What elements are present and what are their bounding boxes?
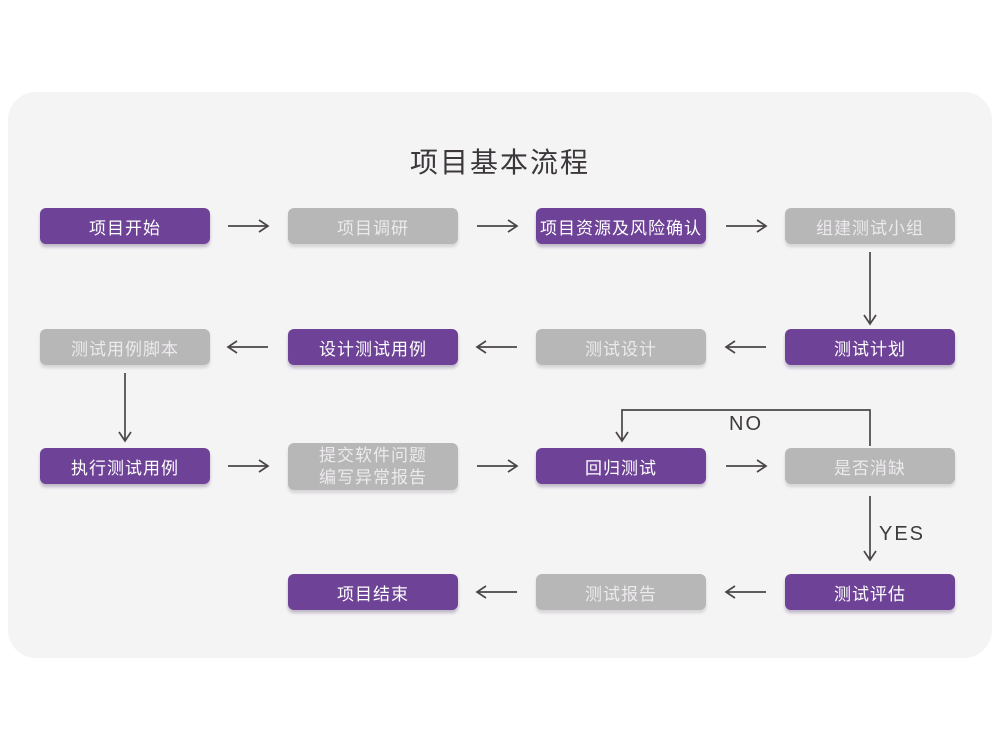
node-defect-cleared: 是否消缺 <box>785 448 955 484</box>
node-resource-risk-confirm: 项目资源及风险确认 <box>536 208 706 244</box>
node-submit-issue-report-line1: 提交软件问题 <box>319 445 427 465</box>
node-execute-test-cases: 执行测试用例 <box>40 448 210 484</box>
edge-label-no: NO <box>729 413 763 435</box>
node-project-end: 项目结束 <box>288 574 458 610</box>
node-submit-issue-report-line2: 编写异常报告 <box>319 467 427 487</box>
node-test-plan: 测试计划 <box>785 329 955 365</box>
flowchart-card <box>8 92 992 658</box>
node-project-start: 项目开始 <box>40 208 210 244</box>
node-design-test-cases: 设计测试用例 <box>288 329 458 365</box>
edge-label-yes: YES <box>879 523 926 545</box>
node-submit-issue-report: 提交软件问题 编写异常报告 <box>288 443 458 490</box>
node-form-test-team: 组建测试小组 <box>785 208 955 244</box>
node-test-case-script: 测试用例脚本 <box>40 329 210 365</box>
node-test-report: 测试报告 <box>536 574 706 610</box>
node-regression-test: 回归测试 <box>536 448 706 484</box>
node-test-design: 测试设计 <box>536 329 706 365</box>
node-project-research: 项目调研 <box>288 208 458 244</box>
node-test-evaluation: 测试评估 <box>785 574 955 610</box>
page-title: 项目基本流程 <box>409 147 590 178</box>
